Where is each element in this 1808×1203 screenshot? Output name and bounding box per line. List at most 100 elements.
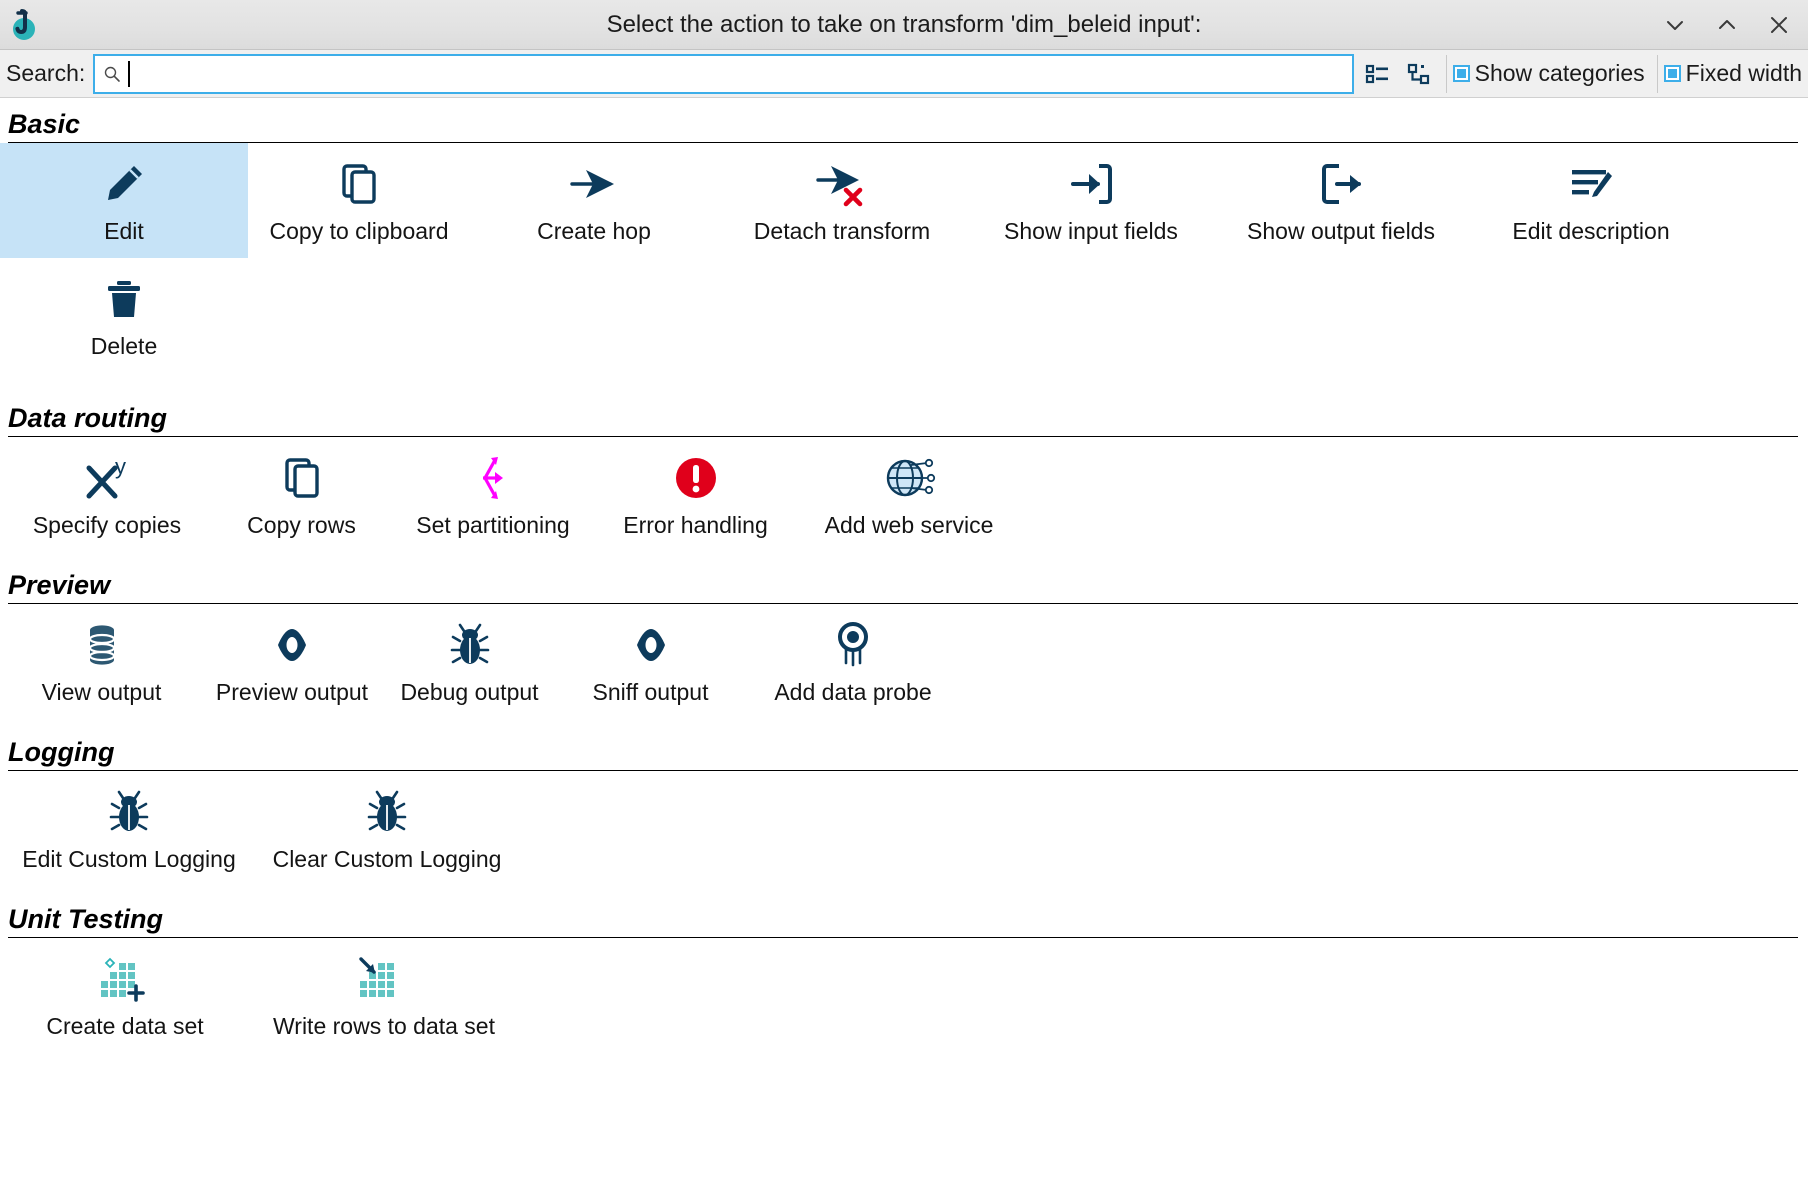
error-circle-icon (670, 449, 722, 507)
search-text-field[interactable] (130, 54, 1346, 93)
action-label: Error handling (623, 512, 768, 538)
action-debug-output[interactable]: Debug output (381, 604, 558, 719)
action-label: Write rows to data set (273, 1013, 495, 1039)
action-label: Add web service (824, 512, 994, 538)
list-view-icon[interactable] (1357, 54, 1396, 93)
action-sniff-output[interactable]: Sniff output (558, 604, 743, 719)
section-title: Basic (8, 109, 81, 139)
data-probe-icon (827, 616, 879, 674)
show-categories-checkbox[interactable]: Show categories (1452, 60, 1649, 87)
pencil-icon (98, 155, 150, 213)
action-clear-custom-logging[interactable]: Clear Custom Logging (258, 771, 516, 886)
action-label: Copy rows (247, 512, 356, 538)
action-add-web-service[interactable]: Add web service (794, 437, 1024, 552)
section-items: Edit Copy to clipboard (0, 143, 1808, 373)
action-view-output[interactable]: View output (0, 604, 203, 719)
action-create-hop[interactable]: Create hop (470, 143, 718, 258)
section-title: Preview (8, 570, 111, 600)
bug-icon (444, 616, 496, 674)
action-add-data-probe[interactable]: Add data probe (743, 604, 963, 719)
section-items: Create data set Write row (0, 938, 1808, 1053)
section-title: Unit Testing (8, 904, 163, 934)
title-bar: Select the action to take on transform '… (0, 0, 1808, 50)
search-icon (101, 63, 123, 85)
action-edit[interactable]: Edit (0, 143, 248, 258)
section-logging: Logging Edit Custom Logging (0, 737, 1808, 886)
database-icon (76, 616, 128, 674)
eye-icon (625, 616, 677, 674)
write-rows-data-set-icon (356, 950, 412, 1008)
section-data-routing: Data routing y Specify copies (0, 403, 1808, 552)
section-preview: Preview View output (0, 570, 1808, 719)
globe-web-service-icon (881, 449, 937, 507)
action-create-data-set[interactable]: Create data set (0, 938, 250, 1053)
action-label: Preview output (215, 679, 369, 705)
show-categories-label: Show categories (1474, 60, 1645, 86)
action-label: Show input fields (1004, 218, 1178, 244)
x-to-the-y-icon: y (77, 449, 137, 507)
action-copy-to-clipboard[interactable]: Copy to clipboard (248, 143, 470, 258)
action-label: Copy to clipboard (269, 218, 449, 244)
action-show-output-fields[interactable]: Show output fields (1216, 143, 1466, 258)
section-items: Edit Custom Logging Clear Custom Logging (0, 771, 1808, 886)
action-label: Edit Custom Logging (22, 846, 236, 872)
action-label: Detach transform (753, 218, 931, 244)
action-label: Specify copies (32, 512, 182, 538)
close-icon[interactable] (1760, 6, 1798, 44)
section-divider (8, 770, 1798, 771)
section-title: Logging (8, 737, 115, 767)
section-divider (8, 142, 1798, 143)
action-label: Edit description (1512, 218, 1670, 244)
tree-view-icon[interactable] (1399, 54, 1438, 93)
hop-arrow-delete-icon (814, 155, 870, 213)
fixed-width-checkbox[interactable]: Fixed width (1663, 60, 1806, 87)
search-toolbar: Search: Show categories (0, 50, 1808, 98)
window-controls (1656, 0, 1798, 50)
svg-text:y: y (115, 454, 126, 479)
checkbox-indicator (1663, 65, 1681, 82)
actions-panel: Basic Edit Copy to (0, 99, 1808, 1203)
input-fields-icon (1065, 155, 1117, 213)
action-label: Delete (90, 333, 158, 359)
section-divider (8, 937, 1798, 938)
trash-icon (98, 270, 150, 328)
description-edit-icon (1565, 155, 1617, 213)
toolbar-divider-2 (1656, 54, 1658, 93)
action-copy-rows[interactable]: Copy rows (214, 437, 389, 552)
search-label: Search: (6, 60, 86, 86)
section-basic: Basic Edit Copy to (0, 109, 1808, 373)
action-error-handling[interactable]: Error handling (597, 437, 794, 552)
create-data-set-icon (97, 950, 153, 1008)
text-caret (128, 60, 131, 87)
action-label: Debug output (400, 679, 539, 705)
section-unit-testing: Unit Testing Create da (0, 904, 1808, 1053)
copy-icon (333, 155, 385, 213)
action-set-partitioning[interactable]: Set partitioning (389, 437, 597, 552)
bug-icon (361, 783, 413, 841)
maximize-icon[interactable] (1708, 6, 1746, 44)
action-preview-output[interactable]: Preview output (203, 604, 381, 719)
section-items: View output Preview output (0, 604, 1808, 719)
apache-hop-logo-icon (0, 2, 46, 48)
search-input[interactable] (93, 53, 1354, 94)
action-label: Edit (104, 218, 144, 244)
action-delete[interactable]: Delete (0, 258, 248, 373)
section-divider (8, 436, 1798, 437)
partitioning-icon (467, 449, 519, 507)
action-edit-custom-logging[interactable]: Edit Custom Logging (0, 771, 258, 886)
action-label: View output (41, 679, 162, 705)
checkbox-indicator (1452, 65, 1470, 82)
action-edit-description[interactable]: Edit description (1466, 143, 1716, 258)
eye-icon (266, 616, 318, 674)
section-items: y Specify copies Copy rows (0, 437, 1808, 552)
action-show-input-fields[interactable]: Show input fields (966, 143, 1216, 258)
fixed-width-label: Fixed width (1685, 60, 1802, 86)
action-write-rows-to-data-set[interactable]: Write rows to data set (250, 938, 518, 1053)
action-label: Clear Custom Logging (272, 846, 502, 872)
action-label: Add data probe (774, 679, 932, 705)
output-fields-icon (1315, 155, 1367, 213)
action-label: Create data set (46, 1013, 204, 1039)
action-detach-transform[interactable]: Detach transform (718, 143, 966, 258)
action-specify-copies[interactable]: y Specify copies (0, 437, 214, 552)
minimize-icon[interactable] (1656, 6, 1694, 44)
